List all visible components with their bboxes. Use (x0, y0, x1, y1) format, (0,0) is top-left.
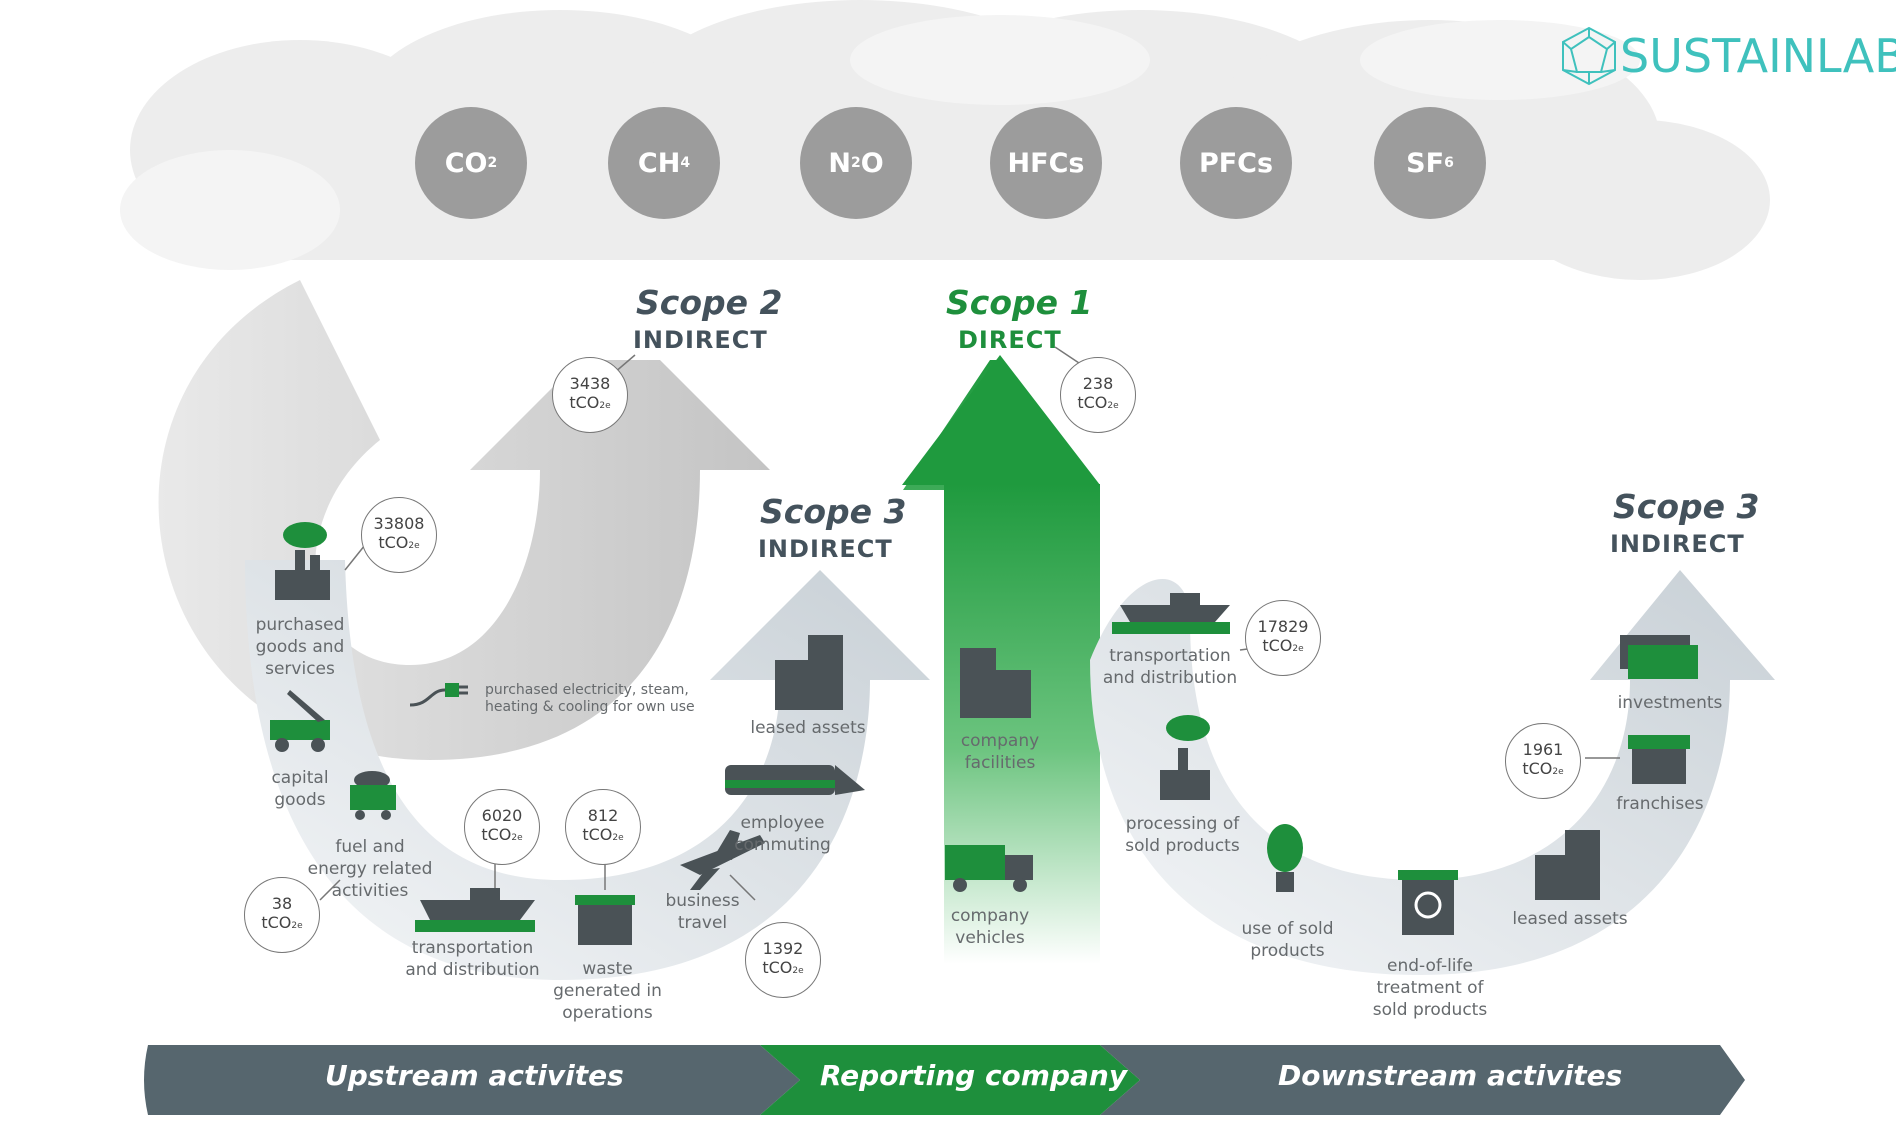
airplane-icon (680, 830, 765, 890)
logo-text: SUSTAINLAB (1620, 29, 1896, 83)
ship-icon (1112, 593, 1230, 634)
label-purchased-electricity: purchased electricity, steam, heating & … (485, 682, 695, 715)
label-capital-goods: capital goods (271, 768, 329, 810)
label-transport-downstream: transportation and distribution (1102, 646, 1238, 688)
label-company-vehicles: company vehicles (950, 906, 1030, 948)
scope3-downstream-arrow (1090, 570, 1775, 975)
label-employee-commuting: employee commuting (734, 813, 831, 855)
label-fuel-energy: fuel and energy related activities (307, 837, 433, 901)
label-purchased-goods: purchased goods and services (255, 615, 345, 679)
scope1-title: Scope 1 (946, 283, 1093, 322)
label-leased-assets-downstream: leased assets (1512, 909, 1628, 929)
band-reporting: Reporting company (820, 1059, 1128, 1092)
dumpster-icon (575, 895, 635, 945)
store-icon (1628, 735, 1690, 784)
factory-icon (1160, 715, 1210, 800)
scope3-downstream-subtitle: INDIRECT (1610, 530, 1745, 558)
company-facilities-icon (960, 648, 1031, 718)
money-icon (1620, 635, 1698, 679)
label-investments: investments (1617, 693, 1723, 713)
light-bulb-icon (1267, 824, 1303, 892)
sustainlab-logo: SUSTAINLAB (1558, 25, 1896, 87)
label-end-of-life: end-of-life treatment of sold products (1372, 956, 1488, 1020)
scope3-upstream-subtitle: INDIRECT (758, 535, 893, 563)
factory-icon (275, 522, 330, 600)
scope2-subtitle: INDIRECT (633, 326, 768, 354)
label-leased-assets-upstream: leased assets (750, 718, 866, 738)
gas-hfcs: HFCs (990, 107, 1102, 219)
truck-icon (945, 845, 1033, 892)
scope3-upstream-title: Scope 3 (760, 492, 907, 531)
recycle-bin-icon (1398, 870, 1458, 935)
ship-icon (415, 888, 535, 932)
scope3-downstream-title: Scope 3 (1613, 487, 1760, 526)
value-chain-band (144, 1045, 1745, 1115)
label-franchises: franchises (1616, 794, 1704, 814)
label-use-of-sold-products: use of sold products (1241, 919, 1334, 961)
gas-pfcs: PFCs (1180, 107, 1292, 219)
label-company-facilities: company facilities (960, 731, 1040, 773)
train-icon (725, 765, 865, 795)
label-transport-upstream: transportation and distribution (405, 938, 540, 980)
label-business-travel: business travel (665, 891, 740, 933)
crane-truck-icon (270, 690, 330, 752)
coal-cart-icon (350, 771, 396, 820)
scope2-title: Scope 2 (636, 283, 783, 322)
label-waste: waste generated in operations (553, 959, 662, 1023)
plug-icon (409, 683, 468, 707)
label-processing: processing of sold products (1125, 814, 1240, 856)
geodesic-sphere-icon (1562, 26, 1616, 86)
building-icon (1535, 830, 1600, 900)
building-icon (775, 635, 843, 710)
scope1-subtitle: DIRECT (958, 326, 1062, 354)
band-downstream: Downstream activites (1278, 1059, 1623, 1092)
scope3-upstream-arrow (245, 560, 930, 980)
band-upstream: Upstream activites (325, 1059, 624, 1092)
